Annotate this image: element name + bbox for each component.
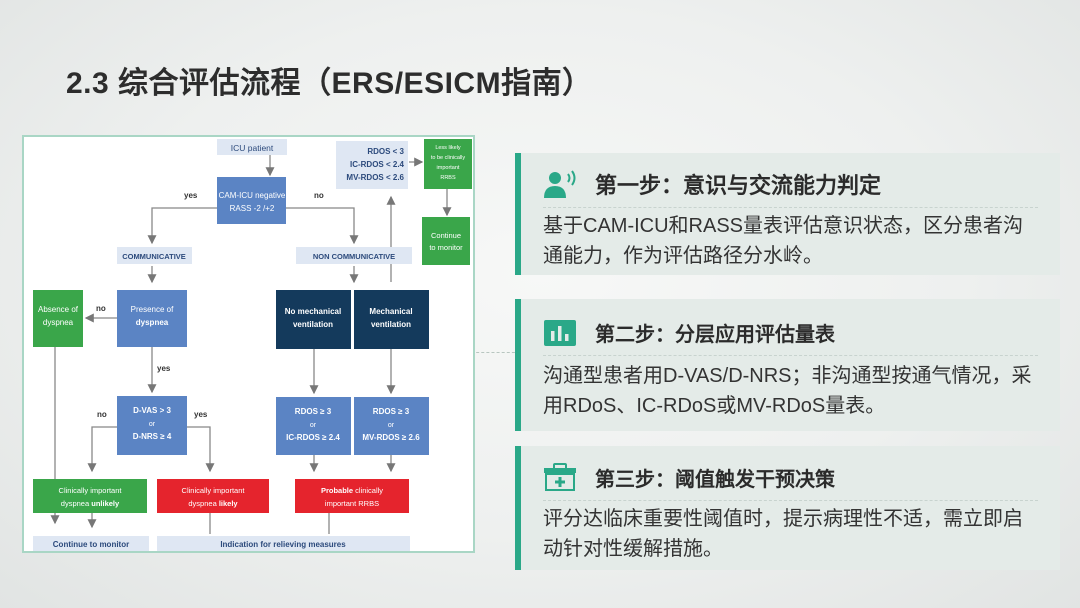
communicative-box xyxy=(117,247,192,264)
continue-right-box xyxy=(422,217,470,265)
step-2-header: 第二步：分层应用评估量表 xyxy=(543,315,1050,349)
page-title: 2.3 综合评估流程（ERS/ESICM指南） xyxy=(66,67,593,100)
flowchart-figure: ICU patient CAM-ICU negative RASS -2 /+2… xyxy=(22,135,475,553)
step-1-header: 第一步：意识与交流能力判定 xyxy=(543,167,1050,201)
continue-monitor-bar xyxy=(33,536,149,551)
indication-bar xyxy=(157,536,410,551)
dyspnea-likely-box xyxy=(157,479,269,513)
top-right-line2: IC-RDOS < 2.4 xyxy=(350,160,405,169)
no-mechanical-box xyxy=(276,290,351,349)
step-2-divider xyxy=(543,355,1038,356)
likely-line2: dyspnea likely xyxy=(188,499,238,508)
no-label-left: no xyxy=(96,304,106,313)
probable-line1: Probable clinically xyxy=(321,486,383,495)
no-label-dvas: no xyxy=(97,410,107,419)
cam-icu-line1: CAM-ICU negative xyxy=(219,191,286,200)
medical-kit-icon xyxy=(544,463,576,491)
step-card-1: 第一步：意识与交流能力判定 基于CAM-ICU和RASS量表评估意识状态，区分患… xyxy=(515,153,1060,275)
non-communicative-label: NON COMMUNICATIVE xyxy=(313,252,395,261)
unlikely-line1: Clinically important xyxy=(59,486,123,495)
absence-line2: dyspnea xyxy=(43,318,74,327)
mech-line1: Mechanical xyxy=(369,307,412,316)
step-1-body: 基于CAM-ICU和RASS量表评估意识状态，区分患者沟通能力，作为评估路径分水… xyxy=(543,215,1024,267)
step-card-2: 第二步：分层应用评估量表 沟通型患者用D-VAS/D-NRS；非沟通型按通气情况… xyxy=(515,299,1060,431)
step-3-header: 第三步：阈值触发干预决策 xyxy=(543,460,1050,494)
less-likely-line3: important xyxy=(437,165,460,171)
cam-icu-box xyxy=(217,177,286,224)
dvas-line2: or xyxy=(149,421,156,428)
continue-right-line2: to monitor xyxy=(429,243,463,252)
rdos2-line2: or xyxy=(388,422,395,429)
probable-line2: important RRBS xyxy=(325,499,379,508)
rdos-ic-box xyxy=(276,397,351,455)
unlikely-line2: dyspnea unlikely xyxy=(61,499,120,508)
step-card-3: 第三步：阈值触发干预决策 评分达临床重要性阈值时，提示病理性不适，需立即启动针对… xyxy=(515,446,1060,570)
presence-dyspnea-box xyxy=(117,290,187,347)
probable-rrbs-box xyxy=(295,479,409,513)
dvas-line1: D-VAS > 3 xyxy=(133,406,171,415)
dyspnea-unlikely-box xyxy=(33,479,147,513)
less-likely-line4: RRBS xyxy=(440,175,456,181)
absence-line1: Absence of xyxy=(38,305,79,314)
step-2-title: 第二步：分层应用评估量表 xyxy=(595,323,835,346)
icu-patient-box xyxy=(217,139,287,155)
mechanical-box xyxy=(354,290,429,349)
step-3-body: 评分达临床重要性阈值时，提示病理性不适，需立即启动针对性缓解措施。 xyxy=(543,508,1023,560)
less-likely-box xyxy=(424,139,472,189)
rdos1-line2: or xyxy=(310,422,317,429)
absence-dyspnea-box xyxy=(33,290,83,347)
less-likely-line2: to be clinically xyxy=(431,155,465,161)
step-1-divider xyxy=(543,207,1038,208)
presence-line1: Presence of xyxy=(131,305,174,314)
mech-line2: ventilation xyxy=(371,320,411,329)
no-mech-line1: No mechanical xyxy=(285,307,341,316)
step-3-title: 第三步：阈值触发干预决策 xyxy=(595,468,835,491)
presence-line2: dyspnea xyxy=(136,318,169,327)
no-label-top: no xyxy=(314,191,324,200)
continue-bottom-label: Continue to monitor xyxy=(53,540,129,549)
icu-patient-label: ICU patient xyxy=(231,143,274,153)
top-right-line1: RDOS < 3 xyxy=(367,147,404,156)
yes-label-top: yes xyxy=(184,191,198,200)
continue-right-line1: Continue xyxy=(431,231,461,240)
flow-arrows xyxy=(50,155,452,534)
step-3-divider xyxy=(543,500,1038,501)
non-communicative-box xyxy=(296,247,412,264)
less-likely-line1: Less likely xyxy=(435,145,461,151)
rdos1-line1: RDOS ≥ 3 xyxy=(295,407,332,416)
indication-bottom-label: Indication for relieving measures xyxy=(220,540,346,549)
top-right-line3: MV-RDOS < 2.6 xyxy=(346,173,404,182)
yes-label-dvas: yes xyxy=(194,410,208,419)
dvas-box xyxy=(117,396,187,455)
rdos2-line3: MV-RDOS ≥ 2.6 xyxy=(362,433,420,442)
rdos-mv-box xyxy=(354,397,429,455)
bar-chart-icon xyxy=(544,320,576,346)
cam-icu-line2: RASS -2 /+2 xyxy=(230,204,275,213)
dvas-line3: D-NRS ≥ 4 xyxy=(133,432,172,441)
step-1-title: 第一步：意识与交流能力判定 xyxy=(595,173,882,198)
rdos1-line3: IC-RDOS ≥ 2.4 xyxy=(286,433,340,442)
yes-label-mid: yes xyxy=(157,364,171,373)
rdos2-line1: RDOS ≥ 3 xyxy=(373,407,410,416)
thresholds-box xyxy=(336,141,408,189)
likely-line1: Clinically important xyxy=(182,486,246,495)
no-mech-line2: ventilation xyxy=(293,320,333,329)
person-speaking-icon xyxy=(544,170,576,198)
communicative-label: COMMUNICATIVE xyxy=(122,252,186,261)
step-2-body: 沟通型患者用D-VAS/D-NRS；非沟通型按通气情况，采用RDoS、IC-RD… xyxy=(543,365,1032,417)
flowchart-svg: ICU patient CAM-ICU negative RASS -2 /+2… xyxy=(33,139,472,551)
